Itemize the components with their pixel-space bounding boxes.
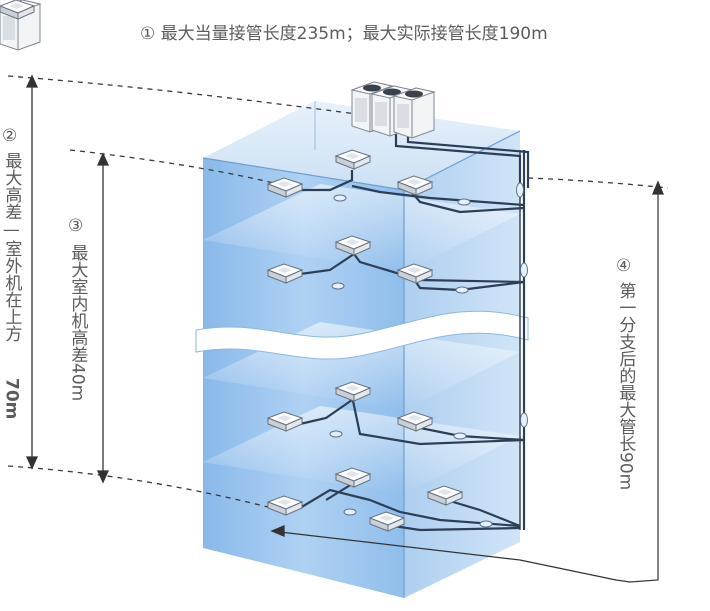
pipe-joints [329, 182, 528, 528]
floor-slab [203, 184, 520, 272]
dashed-guides [7, 75, 669, 509]
lowest-indoor-level-line [7, 465, 273, 509]
branch-level-line [527, 177, 669, 189]
caption-text-3: 最大室内机高差40m [67, 244, 88, 402]
indoor-units [0, 0, 463, 532]
building-top-face [203, 101, 520, 190]
caption-text-2: 最大高差—室外机在上方 [1, 152, 22, 342]
caption-number-3: ③ [68, 216, 84, 236]
caption-max-pipe-length: ① 最大当量接管长度235m；最大实际接管长度190m [140, 24, 548, 44]
dimension-lines [25, 74, 664, 583]
top-indoor-level-line [69, 149, 287, 187]
caption-value-70m: 70m [1, 378, 22, 420]
caption-number-2: ② [2, 126, 18, 146]
caption-text-4: 第一分支后的最大管长90m [615, 282, 636, 491]
break-wave [195, 310, 529, 360]
outdoor-unit-icon [0, 0, 435, 139]
pipe-90m-arrow [279, 190, 659, 583]
building [195, 101, 529, 598]
caption-number-4: ④ [616, 256, 632, 276]
